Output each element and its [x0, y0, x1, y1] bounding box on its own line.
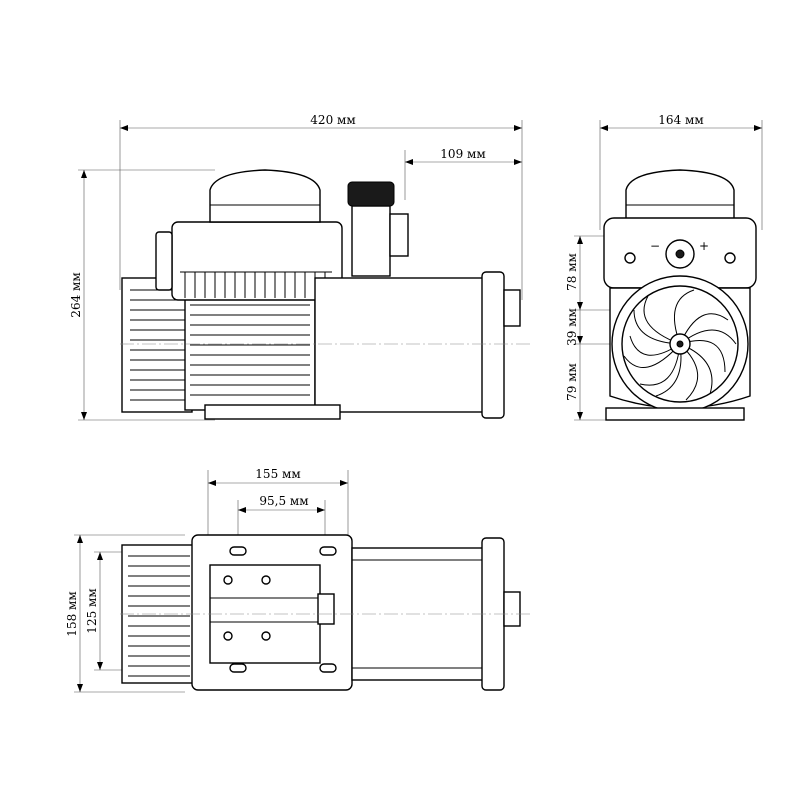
- pump-front-flange: [481, 271, 505, 419]
- dim-label-base-hole-width: 125 мм: [85, 588, 99, 633]
- outlet-pipe: [351, 205, 391, 277]
- motor-fins-main: [190, 304, 310, 396]
- base-foot: [204, 404, 341, 420]
- dim-label-front-lower: 79 мм: [565, 363, 579, 401]
- dim-label-base-length: 155 мм: [255, 467, 300, 481]
- dim-base-hole-width: 125 мм: [85, 551, 235, 671]
- dim-base-length: 155 мм: [207, 467, 349, 545]
- inlet-port: [503, 289, 521, 327]
- front-view: 164 мм 78 мм 39 мм 79 мм − +: [565, 113, 763, 421]
- top-inlet-port: [503, 591, 521, 627]
- panel-screw-left: [624, 252, 636, 264]
- mount-slot-top-right: [319, 546, 337, 556]
- control-knob-center: [675, 249, 685, 259]
- front-control-dome: [625, 169, 735, 221]
- fan-hub-center: [676, 340, 684, 348]
- screw-hole-1: [223, 575, 233, 585]
- dim-outlet-offset: 109 мм: [404, 147, 522, 200]
- dim-label-overall-length: 420 мм: [310, 113, 355, 127]
- dim-label-overall-height: 264 мм: [69, 272, 83, 317]
- dim-front-vertical: 78 мм 39 мм 79 мм: [565, 235, 660, 421]
- top-center-latch: [317, 593, 335, 625]
- motor-body: [184, 294, 316, 411]
- outlet-cap: [347, 181, 395, 207]
- dim-base-width: 158 мм: [65, 534, 185, 693]
- dim-label-front-middle: 39 мм: [565, 308, 579, 346]
- dim-width-front: 164 мм: [599, 113, 763, 230]
- front-base-foot: [605, 407, 745, 421]
- dim-label-outlet-offset: 109 мм: [440, 147, 485, 161]
- screw-hole-4: [261, 631, 271, 641]
- mount-slot-bottom-left: [229, 663, 247, 673]
- mount-slot-bottom-right: [319, 663, 337, 673]
- dim-label-base-hole-spacing: 95,5 мм: [259, 494, 308, 508]
- panel-screw-right: [724, 252, 736, 264]
- dim-overall-height: 264 мм: [69, 169, 215, 421]
- control-dome: [209, 169, 321, 223]
- dim-label-front-upper: 78 мм: [565, 253, 579, 291]
- screw-hole-3: [223, 631, 233, 641]
- control-minus: −: [650, 239, 660, 253]
- mount-slot-top-left: [229, 546, 247, 556]
- cable-gland: [155, 231, 173, 291]
- side-view: 420 мм 109 мм 264 мм: [69, 113, 530, 421]
- outlet-side-port: [389, 213, 409, 257]
- top-view: 155 мм 95,5 мм 158 мм 125 мм: [65, 467, 530, 693]
- control-plus: +: [699, 239, 709, 253]
- dim-label-width-front: 164 мм: [658, 113, 703, 127]
- screw-hole-2: [261, 575, 271, 585]
- dim-label-base-width: 158 мм: [65, 591, 79, 636]
- top-motor-fins: [128, 555, 190, 677]
- dim-overall-length: 420 мм: [119, 113, 523, 300]
- pump-housing: [314, 277, 486, 413]
